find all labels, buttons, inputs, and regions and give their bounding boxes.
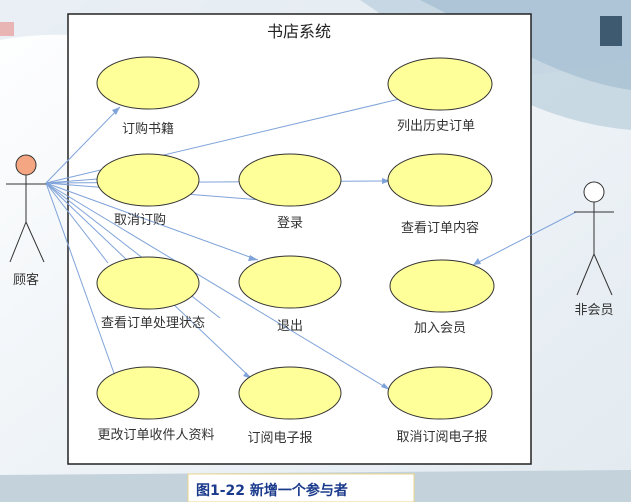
association-line (45, 106, 121, 184)
use-case-cancel-order[interactable] (96, 153, 200, 207)
use-case-label: 订阅电子报 (247, 431, 312, 446)
use-case-label: 登录 (277, 216, 303, 231)
use-case-label: 取消订购 (114, 212, 166, 228)
association-line (472, 211, 577, 266)
use-case-label: 订购书籍 (122, 121, 174, 137)
association-line (45, 182, 109, 264)
use-case-list-history[interactable] (387, 57, 493, 111)
association-line (45, 182, 391, 391)
use-case-join-member[interactable] (389, 259, 495, 313)
corner-decoration (600, 16, 622, 46)
use-case-logout[interactable] (238, 255, 342, 309)
figure-caption: 图1-22 新增一个参与者 (196, 482, 348, 499)
system-title: 书店系统 (267, 22, 331, 41)
use-case-change-recipient[interactable] (96, 366, 200, 420)
use-case-login[interactable] (238, 153, 342, 207)
actor-label: 顾客 (13, 272, 39, 288)
use-case-label: 取消订阅电子报 (396, 430, 487, 445)
actor-customer[interactable] (6, 154, 46, 263)
use-case-label: 查看订单内容 (401, 220, 479, 236)
use-case-label: 更改订单收件人资料 (97, 428, 214, 443)
use-case-subscribe-newsletter[interactable] (238, 366, 342, 420)
use-case-label: 查看订单处理状态 (101, 315, 205, 331)
use-case-view-status[interactable] (96, 256, 200, 310)
caption-box (187, 473, 415, 502)
actor-non-member[interactable] (574, 181, 614, 296)
use-case-order-books[interactable] (96, 56, 200, 110)
use-case-cancel-newsletter[interactable] (387, 366, 493, 420)
association-line (45, 182, 116, 377)
actor-head-icon (583, 181, 605, 203)
corner-decoration (0, 22, 14, 36)
use-case-label: 退出 (277, 319, 303, 334)
association-line (45, 182, 259, 261)
actor-label: 非会员 (574, 303, 613, 318)
use-case-label: 加入会员 (414, 321, 466, 336)
use-case-label: 列出历史订单 (397, 119, 475, 134)
use-case-view-order[interactable] (387, 153, 493, 207)
actor-head-icon (15, 154, 37, 176)
